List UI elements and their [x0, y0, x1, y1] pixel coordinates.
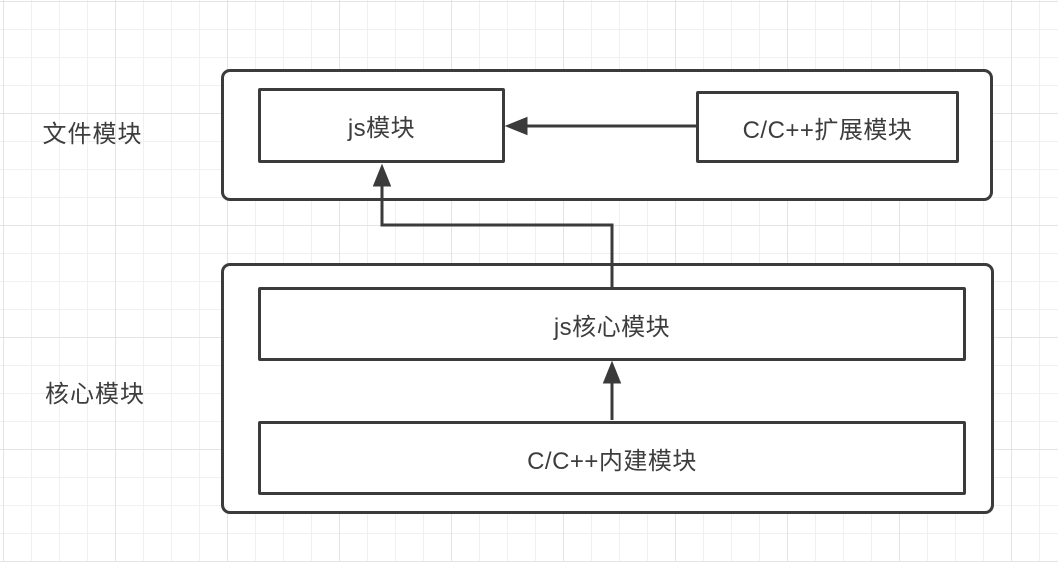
- js-module-box: js模块: [258, 88, 505, 163]
- js-module-label: js模块: [347, 115, 416, 142]
- js-core-module-label: js核心模块: [553, 313, 671, 341]
- file-modules-section-label: 文件模块: [42, 121, 143, 148]
- cpp-builtin-module-box: C/C++内建模块: [258, 421, 966, 495]
- cpp-extension-module-box: C/C++扩展模块: [696, 91, 959, 163]
- core-modules-section-label: 核心模块: [45, 381, 145, 408]
- cpp-builtin-module-label: C/C++内建模块: [527, 447, 697, 475]
- js-core-module-box: js核心模块: [258, 287, 966, 361]
- cpp-extension-module-label: C/C++扩展模块: [742, 116, 913, 144]
